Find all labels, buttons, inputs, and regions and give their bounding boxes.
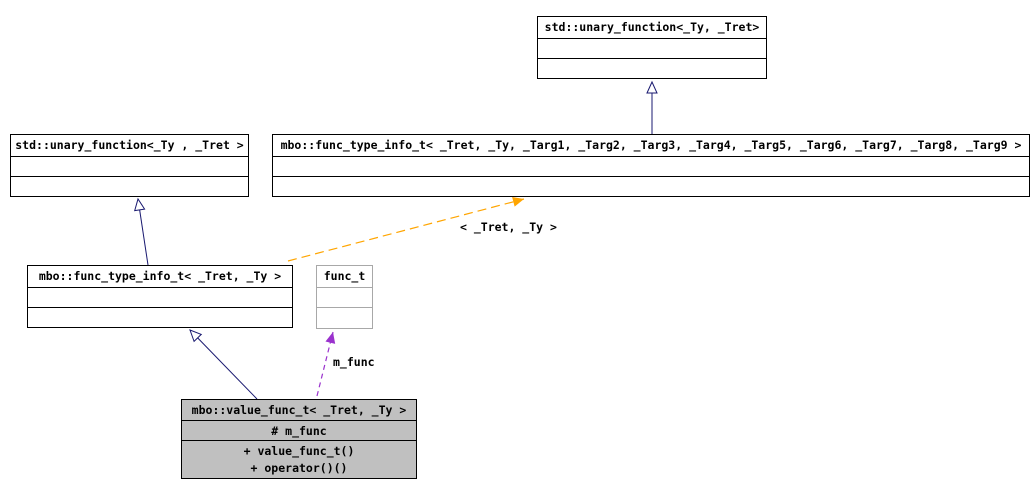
attribute-m-func: # m_func: [271, 424, 327, 438]
class-box-func-t: func_t: [316, 265, 373, 329]
class-box-std-unary-function-spaced[interactable]: std::unary_function<_Ty , _Tret >: [10, 134, 249, 197]
inheritance-edge-valuefunc-to-functypeinfo: [189, 329, 258, 400]
class-box-std-unary-function[interactable]: std::unary_function<_Ty, _Tret>: [537, 16, 767, 79]
attributes-compartment: [273, 156, 1029, 176]
usage-edge-mfunc: [316, 331, 336, 397]
class-box-func-type-info-full[interactable]: mbo::func_type_info_t< _Tret, _Ty, _Targ…: [272, 134, 1030, 197]
methods-compartment: [538, 58, 766, 78]
methods-compartment: [28, 307, 292, 327]
class-box-func-type-info[interactable]: mbo::func_type_info_t< _Tret, _Ty >: [27, 265, 293, 328]
template-instantiation-edge: [287, 196, 525, 262]
methods-compartment: [11, 176, 248, 196]
class-title: mbo::func_type_info_t< _Tret, _Ty, _Targ…: [280, 138, 1022, 152]
attributes-compartment: [538, 38, 766, 58]
attributes-compartment: [11, 156, 248, 176]
methods-compartment: [317, 307, 372, 327]
inheritance-edge-functypeinfo-to-std-spaced: [134, 197, 149, 266]
class-title: func_t: [323, 269, 366, 283]
methods-compartment: [273, 176, 1029, 196]
class-title: std::unary_function<_Ty , _Tret >: [15, 138, 244, 152]
methods-compartment: + value_func_t() + operator()(): [182, 440, 416, 478]
class-title: std::unary_function<_Ty, _Tret>: [544, 20, 760, 34]
class-title: mbo::value_func_t< _Tret, _Ty >: [191, 403, 407, 417]
attributes-compartment: [317, 287, 372, 307]
template-args-edge-label: < _Tret, _Ty >: [460, 220, 557, 234]
attributes-compartment: [28, 287, 292, 307]
m-func-edge-label: m_func: [333, 355, 375, 369]
attributes-compartment: # m_func: [182, 420, 416, 440]
method-operator-call: + operator()(): [250, 461, 348, 475]
class-box-value-func-t: mbo::value_func_t< _Tret, _Ty > # m_func…: [181, 399, 417, 479]
class-title: mbo::func_type_info_t< _Tret, _Ty >: [38, 269, 282, 283]
method-value-func-t: + value_func_t(): [243, 444, 355, 458]
